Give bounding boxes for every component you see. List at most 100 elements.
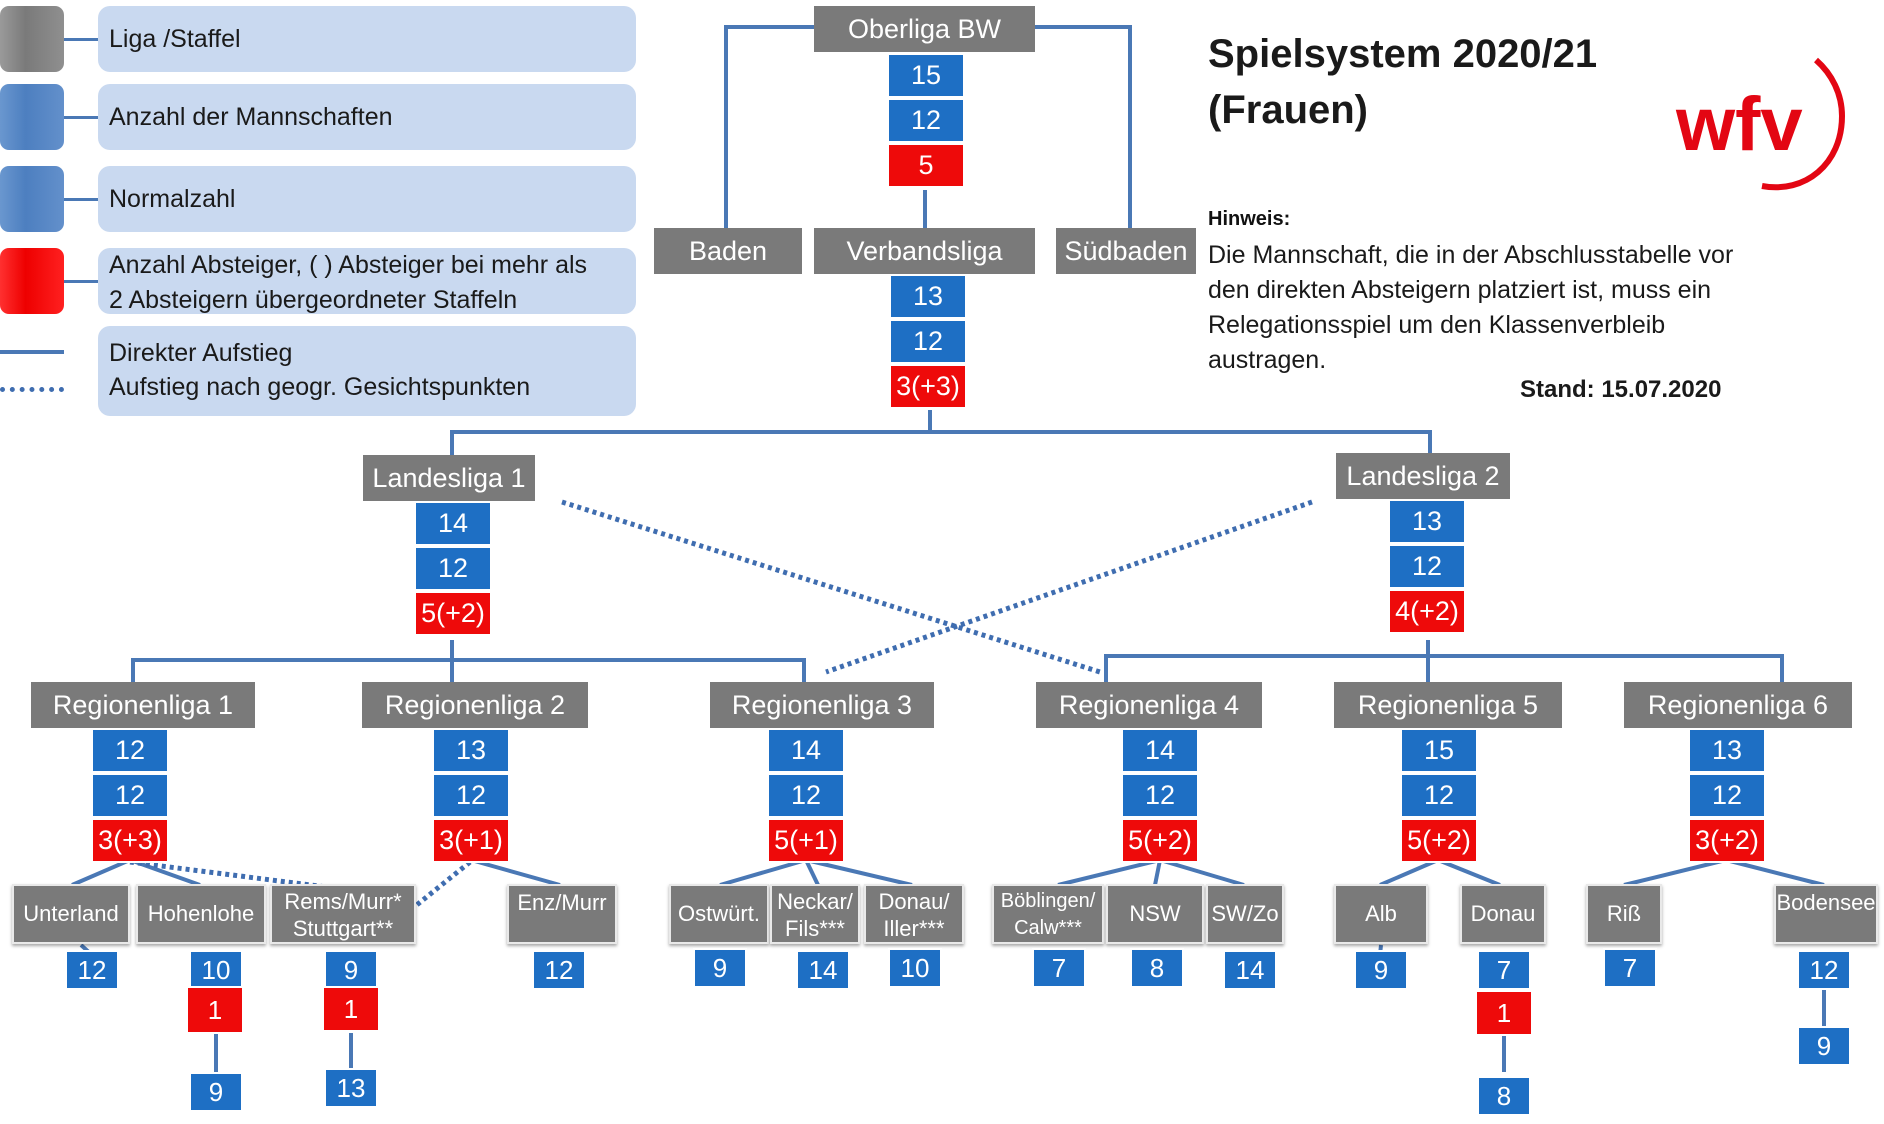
verbandsliga-normal: 12 bbox=[889, 319, 967, 364]
regionenliga2-teams: 13 bbox=[432, 728, 510, 773]
landesliga2-normal: 12 bbox=[1388, 544, 1466, 589]
nsw-teams: 8 bbox=[1130, 948, 1184, 988]
regionenliga6-normal: 12 bbox=[1688, 773, 1766, 818]
stand-date: Stand: 15.07.2020 bbox=[1520, 376, 1722, 403]
group-ostwuert: Ostwürt. bbox=[669, 884, 769, 944]
hint-line: austragen. bbox=[1208, 346, 1327, 374]
group-boeblingen-line2: Calw*** bbox=[1014, 917, 1082, 939]
landesliga1-relegated: 5(+2) bbox=[414, 591, 492, 636]
group-donauiller-line2: Iller*** bbox=[883, 916, 945, 941]
title-line2: (Frauen) bbox=[1208, 88, 1368, 132]
group-nsw: NSW bbox=[1106, 884, 1204, 944]
group-alb: Alb bbox=[1334, 884, 1428, 944]
geo-line-remsmurr-2 bbox=[406, 860, 472, 914]
regionenliga4-normal: 12 bbox=[1121, 773, 1199, 818]
hint-line: den direkten Absteigern platziert ist, m… bbox=[1208, 276, 1712, 304]
legend-link bbox=[64, 116, 98, 119]
legend-normal-swatch bbox=[0, 166, 64, 232]
line-oberliga-suedbaden bbox=[1035, 25, 1132, 228]
geo-line-landesliga2 bbox=[825, 499, 1313, 675]
bodensee-below: 9 bbox=[1797, 1026, 1851, 1066]
ostwuert-teams: 9 bbox=[693, 948, 747, 988]
league-regionenliga3: Regionenliga 3 bbox=[710, 682, 934, 728]
league-landesliga2: Landesliga 2 bbox=[1336, 453, 1510, 499]
oberliga-teams: 15 bbox=[887, 53, 965, 98]
hint-line: Relegationsspiel um den Klassenverbleib bbox=[1208, 311, 1666, 339]
group-neckarfils-line2: Fils*** bbox=[785, 916, 845, 941]
hint-heading: Hinweis: bbox=[1208, 208, 1291, 230]
legend-normal-card: Normalzahl bbox=[98, 166, 636, 232]
bodensee-teams: 12 bbox=[1797, 950, 1851, 990]
landesliga2-teams: 13 bbox=[1388, 499, 1466, 544]
boeblingen-teams: 7 bbox=[1032, 948, 1086, 988]
legend-league-card: Liga /Staffel bbox=[98, 6, 636, 72]
regionenliga3-relegated: 5(+1) bbox=[767, 818, 845, 863]
svg-text:wfv: wfv bbox=[1675, 82, 1803, 167]
league-landesliga1: Landesliga 1 bbox=[363, 455, 535, 501]
oberliga-normal: 12 bbox=[887, 98, 965, 143]
line-verbandsliga-landesliga bbox=[450, 430, 1432, 458]
group-remsmurr: Rems/Murr* Stuttgart** bbox=[270, 884, 416, 944]
regionenliga2-normal: 12 bbox=[432, 773, 510, 818]
hint-line: Die Mannschaft, die in der Abschlusstabe… bbox=[1208, 241, 1734, 269]
landesliga1-teams: 14 bbox=[414, 501, 492, 546]
page-title: Spielsystem 2020/21 (Frauen) bbox=[1208, 26, 1597, 138]
geo-line-remsmurr-1 bbox=[129, 859, 335, 891]
line-oberliga-baden bbox=[724, 25, 814, 228]
legend-direct-line-sample bbox=[0, 350, 64, 354]
regionenliga3-teams: 14 bbox=[767, 728, 845, 773]
swzo-teams: 14 bbox=[1223, 950, 1277, 990]
legend-league-swatch bbox=[0, 6, 64, 72]
hint-text: Die Mannschaft, die in der Abschlusstabe… bbox=[1208, 238, 1808, 378]
alb-teams: 9 bbox=[1354, 950, 1408, 990]
group-unterland: Unterland bbox=[12, 884, 130, 944]
league-regionenliga5: Regionenliga 5 bbox=[1334, 682, 1562, 728]
remsmurr-teams: 9 bbox=[324, 950, 378, 990]
regionenliga5-normal: 12 bbox=[1400, 773, 1478, 818]
legend-promotion-card: Direkter Aufstieg Aufstieg nach geogr. G… bbox=[98, 326, 636, 416]
regionenliga4-teams: 14 bbox=[1121, 728, 1199, 773]
legend-geo-label: Aufstieg nach geogr. Gesichtspunkten bbox=[109, 373, 531, 401]
group-neckarfils-line1: Neckar/ bbox=[777, 889, 853, 914]
legend-teams-label: Anzahl der Mannschaften bbox=[109, 103, 393, 131]
group-donauiller: Donau/ Iller*** bbox=[864, 884, 964, 944]
line-landesliga1-regionenliga bbox=[131, 658, 806, 688]
league-baden: Baden bbox=[654, 228, 802, 274]
wfv-logo: wfv bbox=[1670, 54, 1850, 200]
verbandsliga-relegated: 3(+3) bbox=[889, 364, 967, 409]
league-regionenliga1: Regionenliga 1 bbox=[31, 682, 255, 728]
donau-below: 8 bbox=[1477, 1076, 1531, 1116]
group-donau: Donau bbox=[1460, 884, 1546, 944]
league-suedbaden: Südbaden bbox=[1056, 228, 1196, 274]
remsmurr-below: 13 bbox=[324, 1068, 378, 1108]
league-regionenliga2: Regionenliga 2 bbox=[362, 682, 588, 728]
league-regionenliga4: Regionenliga 4 bbox=[1036, 682, 1262, 728]
enzmurr-teams: 12 bbox=[532, 950, 586, 990]
geo-line-landesliga1 bbox=[561, 499, 1101, 675]
regionenliga5-teams: 15 bbox=[1400, 728, 1478, 773]
landesliga1-normal: 12 bbox=[414, 546, 492, 591]
regionenliga6-relegated: 3(+2) bbox=[1688, 818, 1766, 863]
legend-direct-label: Direkter Aufstieg bbox=[109, 339, 293, 367]
oberliga-relegated: 5 bbox=[887, 143, 965, 188]
legend-link bbox=[64, 38, 98, 41]
neckarfils-teams: 14 bbox=[796, 950, 850, 990]
legend-relegated-card: Anzahl Absteiger, ( ) Absteiger bei mehr… bbox=[98, 248, 636, 314]
legend-league-label: Liga /Staffel bbox=[109, 25, 241, 53]
legend-relegated-swatch bbox=[0, 248, 64, 314]
group-boeblingen-line1: Böblingen/ bbox=[1000, 890, 1096, 912]
legend-relegated-line2: 2 Absteigern übergeordneter Staffeln bbox=[109, 286, 518, 314]
group-remsmurr-line1: Rems/Murr* bbox=[284, 889, 402, 914]
league-regionenliga6: Regionenliga 6 bbox=[1624, 682, 1852, 728]
group-hohenlohe: Hohenlohe bbox=[136, 884, 266, 944]
legend-link bbox=[64, 198, 98, 201]
legend-relegated-line1: Anzahl Absteiger, ( ) Absteiger bei mehr… bbox=[109, 251, 588, 279]
regionenliga1-teams: 12 bbox=[91, 728, 169, 773]
donau-relegated: 1 bbox=[1475, 990, 1533, 1036]
hohenlohe-below: 9 bbox=[189, 1072, 243, 1112]
landesliga2-relegated: 4(+2) bbox=[1388, 589, 1466, 634]
legend-teams-card: Anzahl der Mannschaften bbox=[98, 84, 636, 150]
riss-teams: 7 bbox=[1603, 948, 1657, 988]
hohenlohe-relegated: 1 bbox=[186, 986, 244, 1034]
group-neckarfils: Neckar/ Fils*** bbox=[770, 884, 860, 944]
